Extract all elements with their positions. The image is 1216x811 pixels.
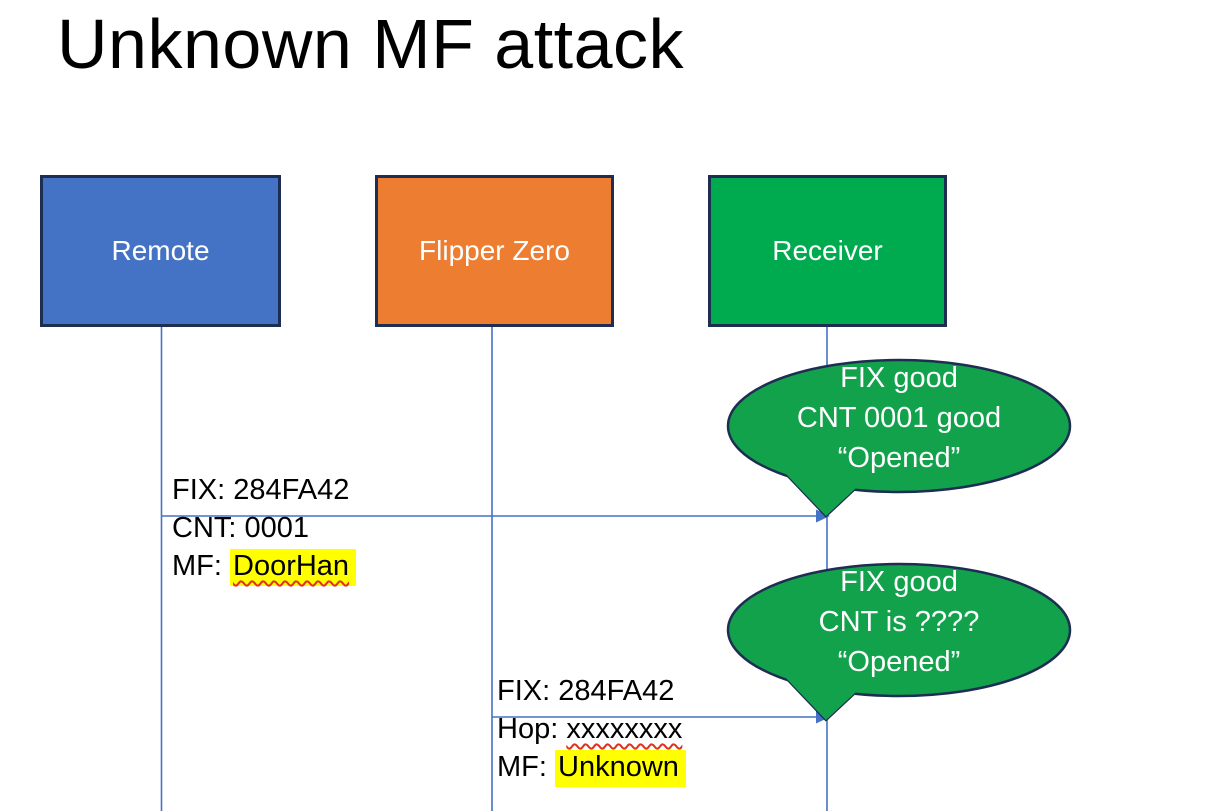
- actor-label-remote: Remote: [111, 235, 210, 266]
- mf-prefix: MF:: [172, 550, 230, 582]
- message-line-fix: FIX: 284FA42: [172, 474, 350, 506]
- bubble-line: CNT 0001 good: [796, 402, 1002, 434]
- message-line-fix: FIX: 284FA42: [497, 675, 675, 707]
- speech-bubble-tail-fill: [786, 474, 856, 516]
- slide-title: Unknown MF attack: [57, 5, 685, 83]
- hop-prefix: Hop:: [497, 713, 567, 745]
- actor-label-receiver: Receiver: [772, 235, 883, 266]
- speech-bubble-2-text: FIX good CNT is ???? “Opened”: [728, 562, 1070, 682]
- mf-value-highlighted: DoorHan: [230, 549, 357, 586]
- message-line-hop: Hop: xxxxxxxx: [497, 710, 686, 748]
- message-line-cnt: CNT: 0001: [172, 512, 310, 544]
- speech-bubble-ellipse: [726, 358, 1072, 494]
- hop-value-misspelled: xxxxxxxx: [566, 713, 683, 745]
- bubble-line: FIX good: [840, 566, 958, 598]
- actor-box-flipper-zero: Flipper Zero: [375, 175, 614, 327]
- bubble-line: “Opened”: [837, 442, 961, 474]
- actor-box-remote: Remote: [40, 175, 281, 327]
- message-1-label: FIX: 284FA42 CNT: 0001 MF: DoorHan: [172, 471, 357, 586]
- speech-bubble-1-shape: [726, 358, 1072, 518]
- bubble-line: CNT is ????: [818, 606, 980, 638]
- actor-label-flipper-zero: Flipper Zero: [419, 235, 570, 266]
- arrowhead-icon: [816, 509, 830, 523]
- message-line-mf: MF: DoorHan: [172, 547, 357, 586]
- speech-bubble-2-shape: [726, 562, 1072, 722]
- actor-box-receiver: Receiver: [708, 175, 947, 327]
- mf-value-highlighted: Unknown: [555, 750, 686, 787]
- bubble-line: FIX good: [840, 362, 958, 394]
- message-2-label: FIX: 284FA42 Hop: xxxxxxxx MF: Unknown: [497, 672, 686, 787]
- message-line-mf: MF: Unknown: [497, 748, 686, 787]
- message-arrow-remote-to-receiver: [161, 509, 830, 523]
- bubble-line: “Opened”: [837, 646, 961, 678]
- speech-bubble-tail-fill: [786, 678, 856, 720]
- speech-bubble-ellipse: [726, 562, 1072, 698]
- mf-prefix: MF:: [497, 751, 555, 783]
- speech-bubble-1-text: FIX good CNT 0001 good “Opened”: [728, 358, 1070, 478]
